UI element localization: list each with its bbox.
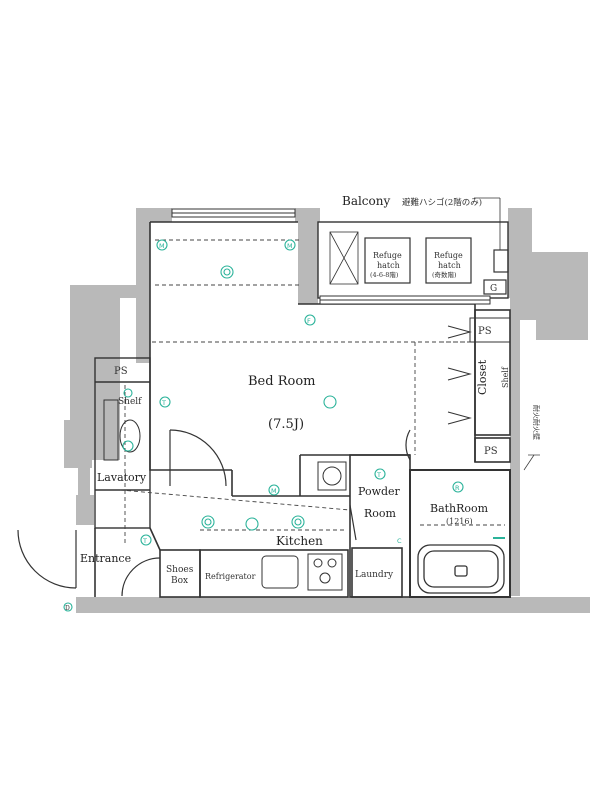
ps-right-bottom-label: PS [484,446,498,457]
svg-text:F: F [307,317,311,325]
hatch-2-line2: hatch [438,261,461,270]
d-mark: D [65,605,70,612]
svg-text:M: M [271,487,277,495]
dashed-lines [119,239,505,545]
hatch-1-line2: hatch [377,261,400,270]
lavatory-label: Lavatory [97,471,147,484]
refuge-hatches [329,197,509,295]
shoes-box-line2: Box [171,576,188,586]
shoes-box-line1: Shoes [166,565,194,575]
ps-left-label: PS [114,366,128,377]
bed-room-size: (7.5J) [268,417,304,432]
hatch-1-line3: (4-6-8階) [370,270,399,279]
bath-room-label: BathRoom [430,502,489,515]
toilet [103,399,141,461]
bathtub [417,544,505,594]
svg-text:M: M [159,242,165,250]
hatch-2-line1: Refuge [434,251,463,260]
equipment-markers [63,239,505,612]
kitchen-items [261,461,347,591]
svg-text:C: C [397,537,402,545]
refrigerator-label: Refrigerator [205,572,256,581]
svg-text:T: T [376,471,381,479]
kitchen-label: Kitchen [276,534,323,548]
svg-text:T: T [161,399,166,407]
ladder-note: 避難ハシゴ(2階のみ) [402,197,482,208]
bed-room-label: Bed Room [248,374,315,389]
entrance-label: Entrance [80,552,131,565]
svg-text:M: M [287,242,293,250]
shelf-right-label: Shelf [501,366,510,388]
powder-room-line2: Room [364,507,397,520]
shelf-left-label: Shelf [118,397,142,407]
powder-room-line1: Powder [358,485,401,498]
balcony-label: Balcony [342,194,390,208]
svg-text:R: R [455,484,460,492]
labels: Balcony 避難ハシゴ(2階のみ) Refuge hatch (4-6-8階… [65,194,541,612]
windows [171,208,491,305]
hatch-1-line1: Refuge [373,251,402,260]
closet-hangers [447,325,472,425]
door-swings [17,429,411,597]
laundry-label: Laundry [355,570,394,580]
ps-right-top-label: PS [478,326,492,337]
fire-wall-note: 耐火耐火壁 [532,405,541,440]
g-mark: G [490,284,497,294]
hatch-2-line3: (奇数階) [432,270,457,279]
equipment-letters: M M F T M T T R C [142,242,460,545]
svg-text:T: T [142,537,147,545]
walls [64,208,590,613]
closet-label: Closet [476,359,489,395]
bath-room-size: (1216) [446,517,473,526]
